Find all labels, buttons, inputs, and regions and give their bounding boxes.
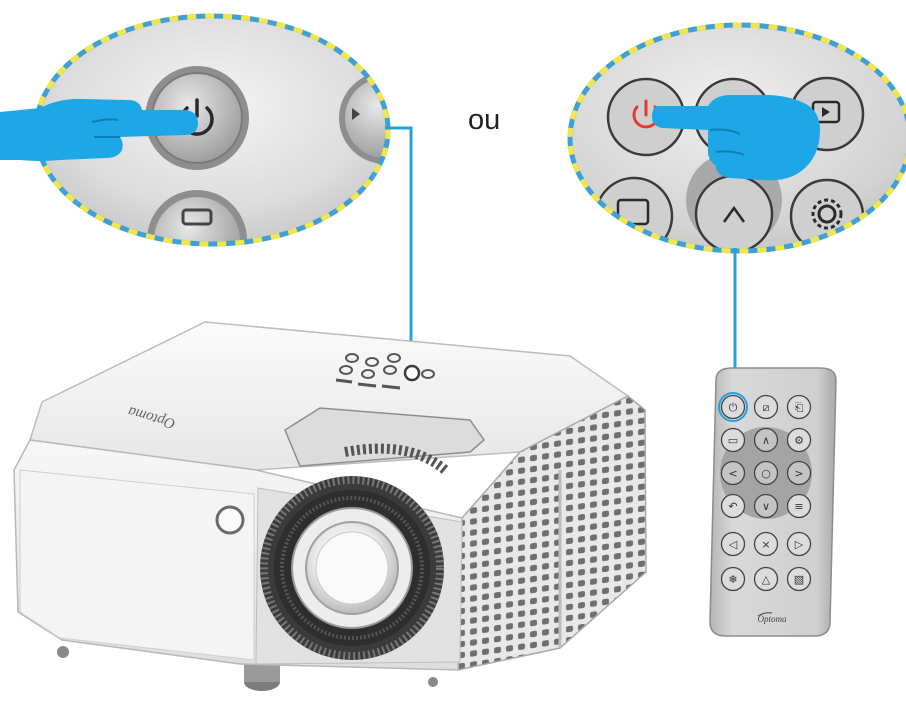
arrow-right-icon: > bbox=[794, 467, 803, 480]
gear-icon: ⚙ bbox=[794, 434, 804, 447]
remote-volume-up-button[interactable]: ▷ bbox=[786, 531, 812, 557]
remote-power-button[interactable]: ⏻ bbox=[720, 394, 746, 420]
remote-arrow-down-button[interactable]: ∨ bbox=[753, 493, 779, 519]
display-mode-icon: ▭ bbox=[728, 434, 738, 447]
arrow-left-icon: < bbox=[728, 467, 737, 480]
projector-illustration: Optoma bbox=[13, 321, 647, 691]
remote-return-button[interactable]: ↶ bbox=[720, 493, 746, 519]
mute-icon: × bbox=[761, 538, 770, 551]
or-connector-label: ou bbox=[468, 104, 501, 136]
remote-arrow-left-button[interactable]: < bbox=[720, 460, 746, 486]
remote-display-mode-button[interactable]: ▭ bbox=[720, 427, 746, 453]
remote-arrow-up-button[interactable]: ∧ bbox=[753, 427, 779, 453]
pointing-hand-icon bbox=[0, 98, 198, 161]
remote-logo: Optoma bbox=[758, 614, 787, 624]
remote-gear-button[interactable]: ⚙ bbox=[786, 427, 812, 453]
remote-mute-button[interactable]: × bbox=[753, 531, 779, 557]
remote-blank-screen-button[interactable]: ▧ bbox=[786, 566, 812, 592]
freeze-icon: ❄ bbox=[728, 573, 737, 586]
arrow-up-icon: ∧ bbox=[762, 434, 770, 447]
volume-down-icon: ◁ bbox=[729, 538, 738, 551]
remote-volume-down-button[interactable]: ◁ bbox=[720, 531, 746, 557]
remote-freeze-button[interactable]: ❄ bbox=[720, 566, 746, 592]
menu-icon: ≡ bbox=[794, 500, 803, 513]
projector-keypad-callout bbox=[0, 13, 391, 247]
source-input-icon: ⎗ bbox=[795, 401, 804, 414]
remote-keypad-callout bbox=[567, 22, 906, 254]
remote-keystone-button[interactable]: ⧄ bbox=[753, 394, 779, 420]
enter-circle-icon: ○ bbox=[761, 467, 771, 480]
remote-control: ⏻ ⧄ ⎗ ▭ ∧ ⚙ < ○ > ↶ ∨ ≡ ◁ × ▷ ❄ △ ▧ Optoma bbox=[709, 367, 837, 637]
keystone-correction-icon: △ bbox=[762, 573, 771, 586]
arrow-down-icon: ∨ bbox=[762, 500, 770, 513]
remote-source-input-button[interactable]: ⎗ bbox=[786, 394, 812, 420]
callout-connector-lines bbox=[385, 126, 737, 388]
power-icon: ⏻ bbox=[729, 401, 738, 414]
keystone-icon: ⧄ bbox=[763, 401, 770, 414]
remote-arrow-right-button[interactable]: > bbox=[786, 460, 812, 486]
remote-keystone-correction-button[interactable]: △ bbox=[753, 566, 779, 592]
volume-up-icon: ▷ bbox=[795, 538, 804, 551]
projector-keypad bbox=[335, 353, 435, 390]
remote-enter-circle-button[interactable]: ○ bbox=[753, 460, 779, 486]
blank-screen-icon: ▧ bbox=[794, 573, 804, 586]
remote-power-highlight bbox=[718, 392, 748, 422]
pointing-hand-icon bbox=[652, 95, 820, 181]
projector-power-button bbox=[403, 364, 421, 382]
return-icon: ↶ bbox=[728, 500, 737, 513]
remote-menu-button[interactable]: ≡ bbox=[786, 493, 812, 519]
